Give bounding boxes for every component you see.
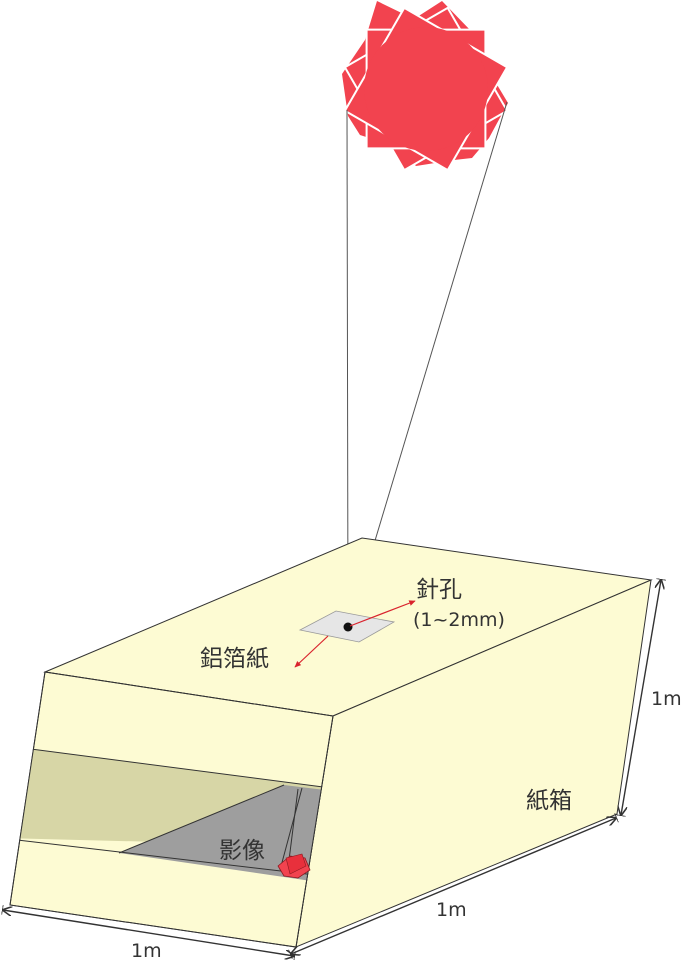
sun [342, 1, 509, 172]
label-dimension-width: 1m [131, 940, 162, 960]
label-pinhole: 針孔 [416, 577, 462, 603]
label-image: 影像 [219, 838, 265, 864]
label-dimension-depth: 1m [436, 899, 467, 921]
pinhole-dot [343, 622, 353, 632]
dimension-line-width [3, 910, 294, 956]
pinhole-pointer-arrow [349, 600, 416, 627]
label-aluminum-foil: 鋁箔紙 [200, 646, 269, 672]
label-dimension-height: 1m [651, 688, 682, 710]
label-pinhole-size: (1~2mm) [413, 609, 505, 631]
dimension-line-depth [291, 818, 616, 954]
dimension-line-height [621, 580, 661, 815]
sun-disc [364, 27, 488, 151]
foil-pointer-arrow [294, 635, 329, 668]
cardboard-box [9, 537, 653, 948]
light-ray-left [346, 109, 349, 628]
label-cardboard-box: 紙箱 [526, 788, 572, 814]
